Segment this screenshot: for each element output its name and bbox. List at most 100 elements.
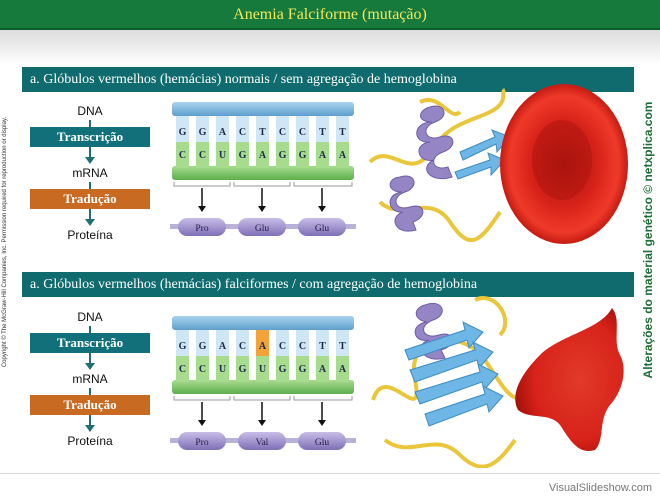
mrna-base: C: [179, 150, 186, 161]
red-blood-cell-sickle: [515, 308, 624, 451]
amino-acid-label: Glu: [315, 224, 330, 234]
amino-acid-label: Glu: [255, 224, 270, 234]
dna-base-mutated: A: [259, 341, 267, 352]
amino-acid-pill: [178, 218, 226, 236]
mrna-base-mutated: U: [259, 364, 266, 375]
mrna-base: A: [259, 150, 267, 161]
section-heading-sickle: a. Glóbulos vermelhos (hemácias) falcifo…: [22, 272, 634, 297]
flow-label-proteina: Proteína: [67, 228, 113, 242]
codon-brackets: [173, 182, 353, 187]
dna-base: T: [339, 341, 346, 352]
mrna-base: A: [339, 364, 347, 375]
red-blood-cell-normal: [500, 84, 628, 244]
dna-base: G: [179, 341, 187, 352]
copyright-note: Copyright © The McGraw-Hill Companies, I…: [0, 92, 10, 392]
mrna-base: G: [239, 364, 247, 375]
dna-base: T: [259, 127, 266, 138]
flow-line: [89, 209, 91, 221]
base-pair: [316, 330, 329, 382]
box-transcricao: Transcrição: [30, 333, 150, 353]
flow-sickle: DNA Transcrição mRNA Tradução Proteína: [30, 306, 150, 456]
amino-acid-pill: [178, 432, 226, 450]
dna-backbone: [172, 102, 354, 116]
dna-base: T: [339, 127, 346, 138]
side-credit: Alterações do material genético © netxpl…: [636, 60, 660, 420]
box-transcricao: Transcrição: [30, 127, 150, 147]
mrna-backbone: [172, 166, 354, 180]
flow-label-dna: DNA: [77, 310, 103, 324]
watermark: VisualSlideshow.com: [548, 482, 652, 494]
base-pair: [216, 116, 229, 168]
mrna-base: G: [299, 150, 307, 161]
box-traducao: Tradução: [30, 395, 150, 415]
amino-acid-label: Val: [256, 438, 269, 448]
flow-line: [89, 388, 91, 396]
flow-label-mrna: mRNA: [72, 372, 108, 386]
codon-diagram-sickle: G G A C A C C T T C C U G U G G A A Pro …: [170, 316, 356, 450]
flow-label-dna: DNA: [77, 104, 103, 118]
dna-base: A: [219, 341, 227, 352]
section-heading-text: a. Glóbulos vermelhos (hemácias) normais…: [30, 72, 457, 87]
slide-title: Anemia Falciforme (mutação): [233, 6, 427, 23]
arrow-down-icon: [85, 219, 95, 226]
side-credit-text: Alterações do material genético © netxpl…: [641, 101, 655, 379]
base-pair: [316, 116, 329, 168]
base-pair: [336, 116, 349, 168]
base-pair: [236, 330, 249, 382]
dna-base: C: [239, 341, 246, 352]
amino-acid-pill: [298, 218, 346, 236]
dna-base: T: [319, 341, 326, 352]
codon-brackets: [173, 396, 353, 401]
base-pair-mutated: [256, 330, 269, 382]
arrow-down-icon: [85, 363, 95, 370]
arrow-down-icon: [85, 425, 95, 432]
mrna-base: C: [179, 364, 186, 375]
base-pair: [296, 116, 309, 168]
flow-line: [89, 326, 91, 334]
amino-acid-label: Glu: [315, 438, 330, 448]
base-pair: [276, 116, 289, 168]
base-pair: [196, 116, 209, 168]
mrna-base: G: [279, 150, 287, 161]
base-pair: [176, 330, 189, 382]
flow-line: [89, 182, 91, 190]
arrow-down-icon: [85, 157, 95, 164]
amino-acid-pill: [298, 432, 346, 450]
footer-rule: [0, 473, 660, 474]
codon-diagram-normal: G G A C T C C T T C C U G A G G A A Pro …: [170, 102, 356, 236]
mrna-base: A: [339, 150, 347, 161]
mrna-base: G: [279, 364, 287, 375]
amino-acid-pill: [238, 218, 286, 236]
base-pair: [196, 330, 209, 382]
flow-line: [89, 120, 91, 128]
base-pair: [336, 330, 349, 382]
mrna-base: G: [299, 364, 307, 375]
box-traducao: Tradução: [30, 189, 150, 209]
dna-backbone: [172, 316, 354, 330]
mrna-base: C: [199, 150, 206, 161]
base-pair: [236, 116, 249, 168]
hemoglobin-ribbon-sickle: [371, 296, 532, 468]
copyright-text: Copyright © The McGraw-Hill Companies, I…: [2, 116, 8, 368]
mrna-base: C: [199, 364, 206, 375]
base-pair: [216, 330, 229, 382]
mrna-base: A: [319, 150, 327, 161]
mrna-base: U: [219, 150, 226, 161]
flow-line: [89, 415, 91, 427]
dna-base: C: [299, 341, 306, 352]
dna-base: G: [179, 127, 187, 138]
dna-base: G: [199, 127, 207, 138]
dna-base: C: [279, 127, 286, 138]
dna-base: T: [319, 127, 326, 138]
amino-acid-pill-mutated: [238, 432, 286, 450]
amino-acid-label: Pro: [195, 224, 208, 234]
nucleotide-strips: [176, 330, 349, 382]
flow-normal: DNA Transcrição mRNA Tradução Proteína: [30, 100, 150, 250]
base-pair: [296, 330, 309, 382]
amino-acid-pills: [178, 432, 346, 450]
dna-base: C: [299, 127, 306, 138]
section-heading-normal: a. Glóbulos vermelhos (hemácias) normais…: [22, 67, 634, 92]
dna-base: C: [279, 341, 286, 352]
arrow-down-icon: [198, 206, 326, 212]
hemoglobin-ribbon-normal: [368, 88, 510, 243]
